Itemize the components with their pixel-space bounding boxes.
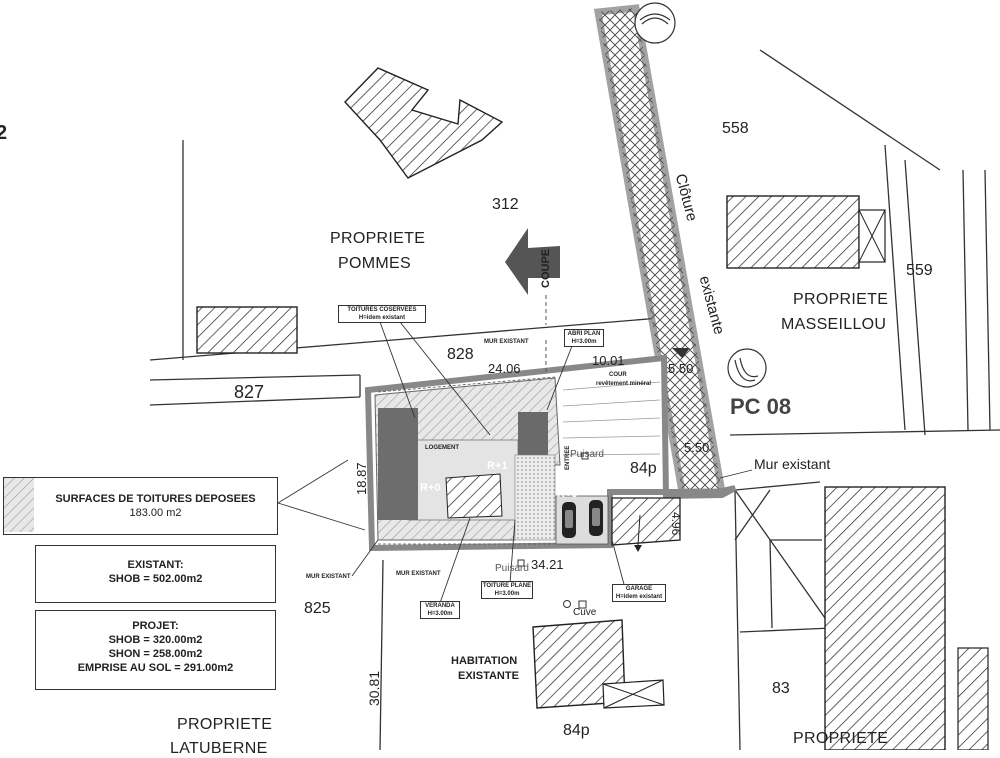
coupe-label: COUPE xyxy=(540,248,552,288)
r0-label-a: R+0 xyxy=(420,482,441,494)
owner-bottom-left-1: PROPRIETE xyxy=(177,716,273,733)
mur-existant-bottom: MUR EXISTANT xyxy=(396,571,441,577)
r0-label-b: R+0 xyxy=(557,488,578,500)
parcel-83: 83 xyxy=(772,680,790,697)
cour-lines xyxy=(562,381,661,456)
habitation-label-2: EXISTANTE xyxy=(458,670,519,682)
logement-label: LOGEMENT xyxy=(425,445,459,451)
r1-label: R+1 xyxy=(487,460,508,472)
building-558 xyxy=(726,195,860,269)
side-mark: 2 xyxy=(0,122,8,144)
dim-10-01: 10.01 xyxy=(592,353,625,368)
dim-4-96: 4.96 xyxy=(669,512,683,536)
garage-building xyxy=(611,497,681,546)
parcel-827: 827 xyxy=(234,382,265,402)
legend-surfaces: SURFACES DE TOITURES DEPOSEES 183.00 m2 xyxy=(3,477,278,535)
leader-lines xyxy=(277,321,753,604)
parcel-84p-mid: 84p xyxy=(630,460,657,477)
owner-pommes-1: PROPRIETE xyxy=(330,230,426,247)
parcel-559: 559 xyxy=(906,262,933,279)
legend-projet: PROJET: SHOB = 320.00m2 SHON = 258.00m2 … xyxy=(35,610,276,690)
dim-30-81: 30.81 xyxy=(366,670,382,706)
building-pommes-small xyxy=(196,306,298,354)
mur-existant-top: MUR EXISTANT xyxy=(484,339,529,345)
parcel-828: 828 xyxy=(447,346,474,363)
cour-label: COUR xyxy=(609,372,627,378)
owner-bottom-left-2: LATUBERNE xyxy=(170,740,268,757)
dim-5-50-top: 5.50 xyxy=(668,361,694,376)
tree-marker-top xyxy=(634,2,676,44)
coupe-arrow xyxy=(505,228,560,295)
owner-masseillou-1: PROPRIETE xyxy=(793,291,889,308)
dim-5-50-mid: 5.50 xyxy=(684,440,710,455)
mur-existant-right: Mur existant xyxy=(754,456,831,472)
building-312 xyxy=(344,67,504,179)
cour-sublabel: revêtement minéral xyxy=(596,381,652,387)
legend-existant: EXISTANT: SHOB = 502.00m2 xyxy=(35,545,276,603)
building-83 xyxy=(824,486,946,750)
existing-roof-dark xyxy=(378,408,418,520)
parcel-558: 558 xyxy=(722,120,749,137)
dim-24-06: 24.06 xyxy=(488,361,521,376)
puisard-label-a: Puisard xyxy=(570,449,604,460)
dim-18-87: 18.87 xyxy=(354,462,369,495)
tree-marker-right xyxy=(727,348,767,388)
puisard-label-b: Puisard xyxy=(495,563,529,574)
building-83-side xyxy=(957,647,989,750)
habitation-label-1: HABITATION xyxy=(451,655,518,667)
parcel-84p-bottom: 84p xyxy=(563,722,590,739)
veranda-roof xyxy=(445,473,503,519)
owner-masseillou-2: MASSEILLOU xyxy=(781,316,887,333)
owner-bottom-right: PROPRIETE xyxy=(793,730,889,747)
courtyard xyxy=(514,454,556,541)
pc-08-label: PC 08 xyxy=(730,394,792,419)
dim-34-21: 34.21 xyxy=(531,557,564,572)
parcel-312: 312 xyxy=(492,196,519,213)
mur-existant-left: MUR EXISTANT xyxy=(306,574,351,580)
entry-arrow xyxy=(672,348,690,358)
parcel-825: 825 xyxy=(304,600,331,617)
entree-label: ENTREE xyxy=(565,445,571,470)
cuve-label: Cuve xyxy=(573,607,597,618)
owner-pommes-2: POMMES xyxy=(338,255,411,272)
legend-hatch-swatch xyxy=(4,478,34,532)
